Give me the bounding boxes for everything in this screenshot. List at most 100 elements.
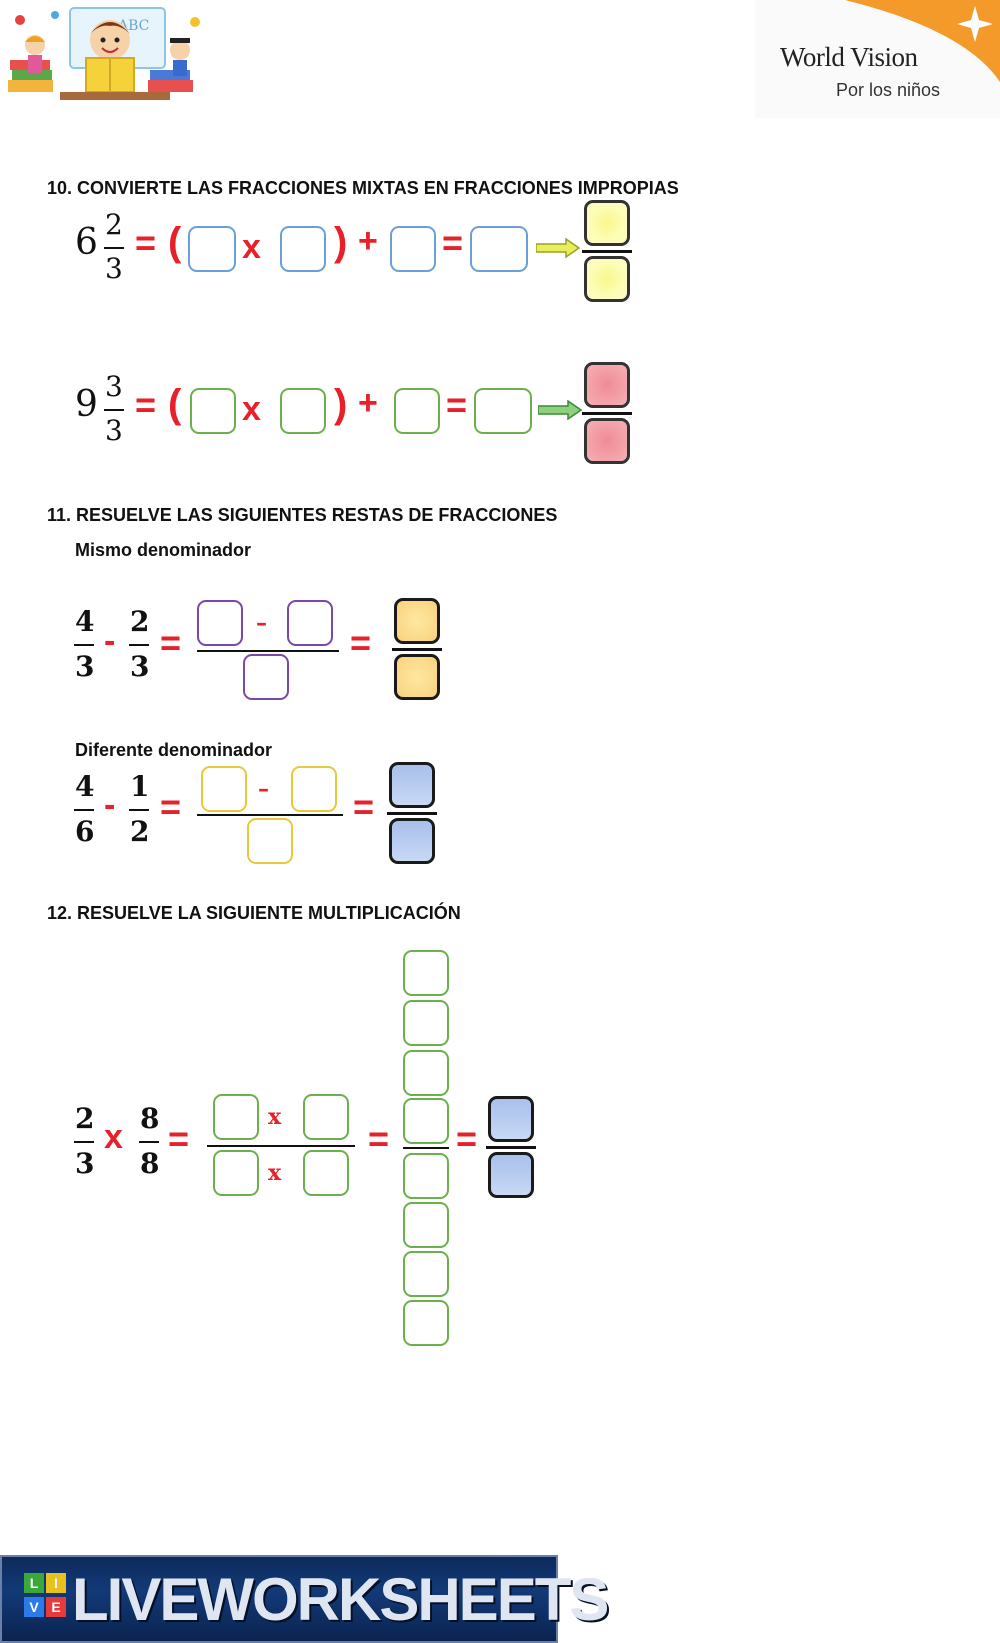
fraction-bar xyxy=(197,650,339,652)
times-sign: x xyxy=(242,390,261,428)
inner-times: x xyxy=(268,1160,282,1186)
world-vision-logo xyxy=(755,0,1000,118)
eq-sign: = xyxy=(353,786,375,827)
eq-sign: = xyxy=(446,384,468,425)
same-denominator-label: Mismo denominador xyxy=(75,540,252,560)
tile-i: I xyxy=(46,1573,66,1593)
frac2-numerator: 2 xyxy=(130,605,150,638)
result-denominator-box[interactable] xyxy=(584,418,630,464)
section-12-heading: 12. RESUELVE LA SIGUIENTE MULTIPLICACIÓN xyxy=(47,903,461,923)
result-numerator-box[interactable] xyxy=(584,200,630,246)
answer-box[interactable] xyxy=(280,388,326,434)
answer-box[interactable] xyxy=(394,388,440,434)
result-fraction-bar xyxy=(582,412,632,415)
result-denominator-box[interactable] xyxy=(389,818,435,864)
eq-sign: = xyxy=(135,384,157,425)
answer-box[interactable] xyxy=(403,1050,449,1096)
eq-sign: = xyxy=(160,786,182,827)
eq-sign: = xyxy=(135,222,157,263)
answer-box[interactable] xyxy=(243,654,289,700)
result-numerator-box[interactable] xyxy=(584,362,630,408)
answer-box[interactable] xyxy=(403,1000,449,1046)
result-numerator-box[interactable] xyxy=(389,762,435,808)
answer-box[interactable] xyxy=(403,950,449,996)
answer-box[interactable] xyxy=(188,226,236,272)
open-paren: ( xyxy=(168,382,182,426)
times-sign: x xyxy=(242,228,261,266)
close-paren: ) xyxy=(334,382,348,426)
frac2-denominator: 8 xyxy=(140,1147,160,1180)
answer-box[interactable] xyxy=(247,818,293,864)
answer-box[interactable] xyxy=(190,388,236,434)
tile-v: V xyxy=(24,1597,44,1617)
minus-sign: - xyxy=(104,622,116,660)
result-fraction-bar xyxy=(486,1146,536,1149)
answer-box[interactable] xyxy=(291,766,337,812)
inner-times: x xyxy=(268,1104,282,1130)
mixed1-denominator: 3 xyxy=(105,252,123,285)
answer-box[interactable] xyxy=(197,600,243,646)
answer-box[interactable] xyxy=(303,1150,349,1196)
result-numerator-box[interactable] xyxy=(488,1096,534,1142)
answer-box[interactable] xyxy=(213,1094,259,1140)
frac1-numerator: 4 xyxy=(75,605,95,638)
result-denominator-box[interactable] xyxy=(488,1152,534,1198)
answer-box[interactable] xyxy=(403,1098,449,1144)
close-paren: ) xyxy=(334,220,348,264)
plus-sign: + xyxy=(358,222,378,260)
result-numerator-box[interactable] xyxy=(394,598,440,644)
answer-box[interactable] xyxy=(390,226,436,272)
fraction-bar xyxy=(403,1147,449,1149)
arrow-right-icon xyxy=(538,400,582,420)
answer-box[interactable] xyxy=(303,1094,349,1140)
arrow-right-icon xyxy=(536,238,580,258)
result-fraction-bar xyxy=(387,812,437,815)
frac2-denominator: 3 xyxy=(130,650,150,683)
answer-box[interactable] xyxy=(201,766,247,812)
liveworksheets-logo: LIVEWORKSHEETS xyxy=(72,1566,609,1633)
mixed2-whole: 9 xyxy=(75,384,98,425)
answer-box[interactable] xyxy=(403,1202,449,1248)
section-11-heading: 11. RESUELVE LAS SIGUIENTES RESTAS DE FR… xyxy=(47,505,558,525)
answer-box[interactable] xyxy=(287,600,333,646)
answer-box[interactable] xyxy=(280,226,326,272)
frac1-numerator: 2 xyxy=(75,1102,95,1135)
answer-box[interactable] xyxy=(213,1150,259,1196)
eq-sign: = xyxy=(368,1118,390,1159)
result-denominator-box[interactable] xyxy=(394,654,440,700)
tile-l: L xyxy=(24,1573,44,1593)
fraction-bar xyxy=(197,814,343,816)
fraction-bar xyxy=(74,1141,94,1143)
org-name: World Vision xyxy=(780,42,918,72)
frac1-denominator: 3 xyxy=(75,650,95,683)
mixed1-whole: 6 xyxy=(75,222,98,263)
eq-sign: = xyxy=(442,222,464,263)
eq-sign: = xyxy=(168,1118,190,1159)
answer-box[interactable] xyxy=(403,1153,449,1199)
result-fraction-bar xyxy=(582,250,632,253)
result-fraction-bar xyxy=(392,648,442,651)
answer-box[interactable] xyxy=(474,388,532,434)
answer-box[interactable] xyxy=(403,1251,449,1297)
minus-sign: - xyxy=(104,786,116,824)
frac1-denominator: 3 xyxy=(75,1147,95,1180)
eq-sign: = xyxy=(456,1118,478,1159)
answer-box[interactable] xyxy=(403,1300,449,1346)
kids-reading-logo: ABC xyxy=(0,0,215,110)
org-tagline: Por los niños xyxy=(836,80,941,100)
answer-box[interactable] xyxy=(470,226,528,272)
eq-sign: = xyxy=(350,622,372,663)
fraction-bar xyxy=(207,1145,355,1147)
plus-sign: + xyxy=(358,384,378,422)
frac2-numerator: 1 xyxy=(130,770,150,803)
fraction-bar xyxy=(139,1141,159,1143)
mixed1-fraction-bar xyxy=(104,247,124,249)
liveworksheets-banner: L I V E LIVEWORKSHEETS xyxy=(0,1555,609,1643)
result-denominator-box[interactable] xyxy=(584,256,630,302)
inner-minus: – xyxy=(256,610,267,636)
section-10-heading: 10. CONVIERTE LAS FRACCIONES MIXTAS EN F… xyxy=(47,178,679,198)
fraction-bar xyxy=(74,809,94,811)
mixed1-numerator: 2 xyxy=(105,208,123,241)
mixed2-fraction-bar xyxy=(104,409,124,411)
frac2-numerator: 8 xyxy=(140,1102,160,1135)
